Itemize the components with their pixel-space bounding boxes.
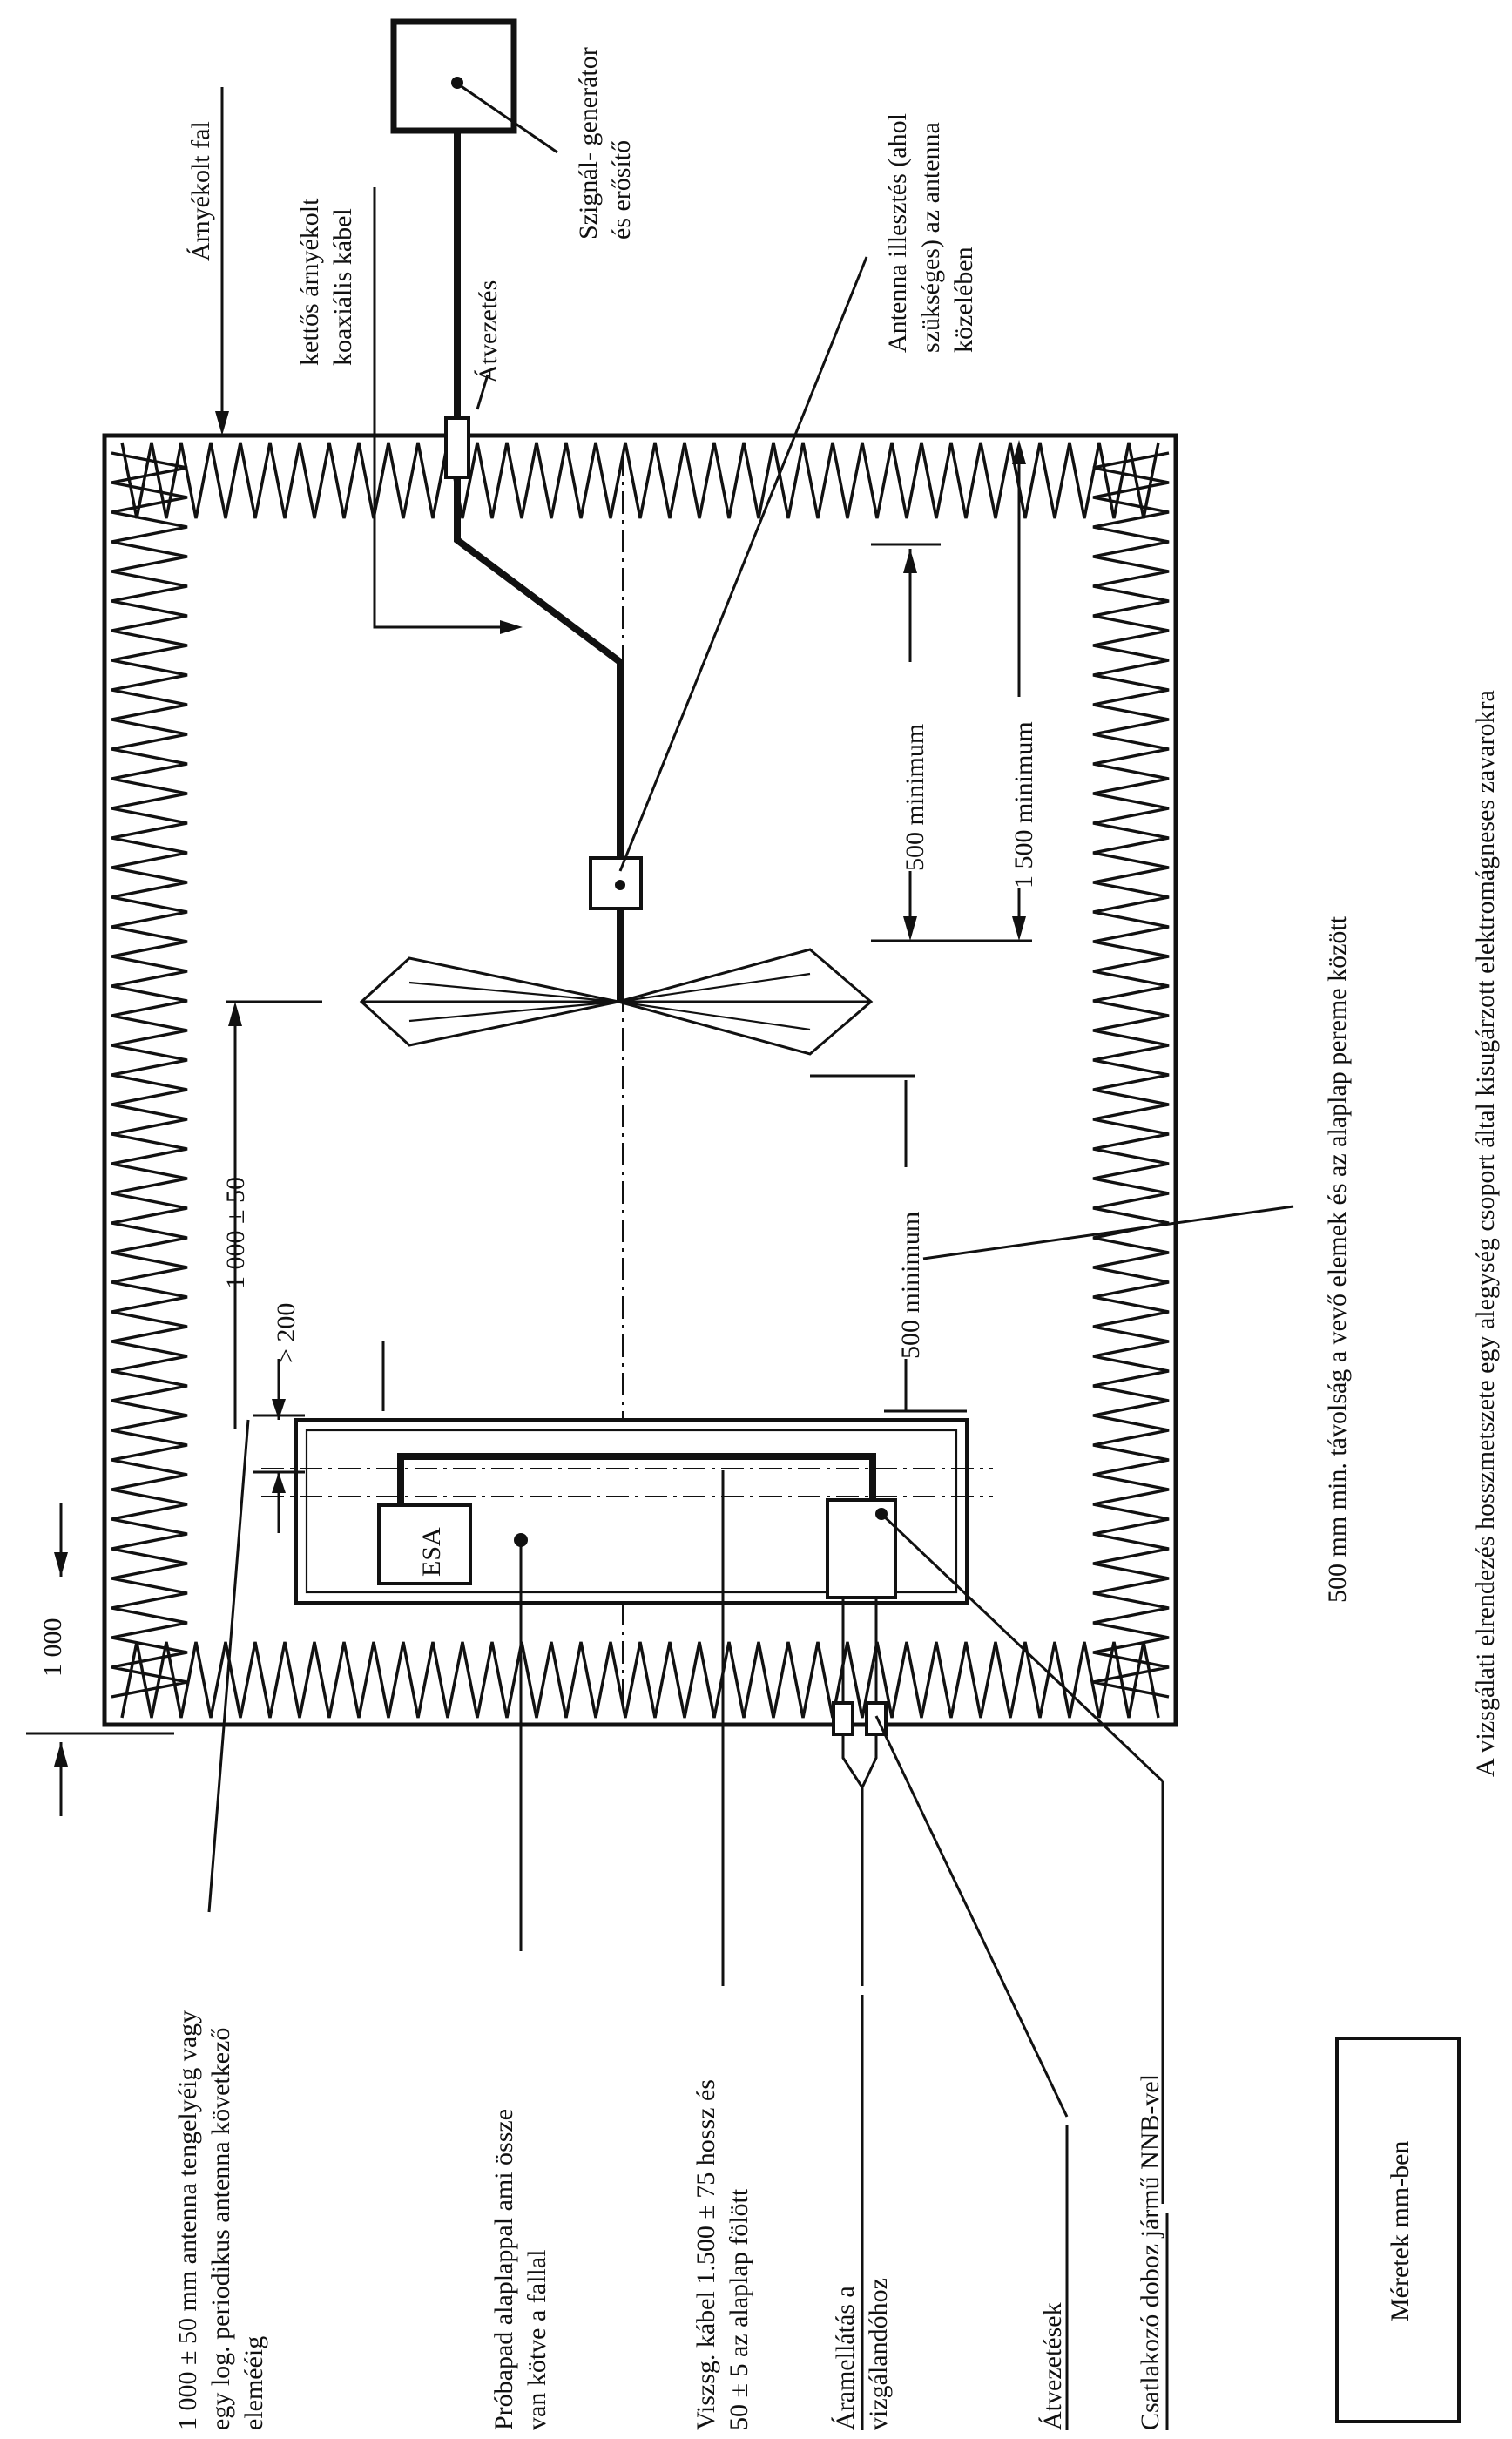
label-dim-1500: 1 500 minimum [1009, 721, 1038, 888]
absorber-cones [111, 442, 1170, 1719]
signal-generator-box [390, 18, 517, 134]
feedthrough-top [444, 416, 470, 479]
absorber-left [111, 451, 188, 1699]
leader-feedthrough-top [476, 374, 489, 410]
leader-antenna-matching [618, 256, 868, 872]
leader-500-note [922, 1205, 1294, 1260]
label-double-shielded-cable: kettős árnyékolt koaxiális kábel [295, 192, 357, 366]
leader-connector-box [880, 1512, 1164, 1783]
label-signal-generator: Szignál- generátor és erősítő [574, 41, 636, 240]
biconical-antenna [359, 948, 874, 1056]
label-antenna-matching: Antenna illesztés (ahol szükséges) az an… [883, 107, 978, 353]
label-power-supply: Áramellátás a vizgálandóhoz [831, 2278, 893, 2430]
label-shielded-wall: Árnyékolt fal [186, 121, 215, 261]
label-dimensions-unit: Méretek mm-ben [1386, 2141, 1414, 2321]
label-test-bench: Próbapad alaplappal ami össze van kötve … [489, 2102, 551, 2430]
leader-antenna-axis [207, 1419, 250, 1913]
label-connector-box: Csatlakozó doboz jármű NNB-vel [1136, 2074, 1164, 2430]
label-feedthrough-top: Átvezetés [474, 280, 503, 383]
absorber-right [1092, 451, 1170, 1699]
label-dim-1000: 1 000 [38, 1618, 67, 1678]
esa-label: ESA [417, 1527, 446, 1577]
label-dim-200: > 200 [272, 1303, 300, 1363]
label-dim-500-mid: 500 minimum [896, 1212, 925, 1359]
label-dim-1000-50: 1 000 ± 50 [221, 1177, 250, 1289]
double-shielded-coax [454, 466, 624, 858]
label-feedthroughs: Átvezetések [1038, 2302, 1067, 2430]
absorber-bottom [120, 1641, 1160, 1719]
esa-box [377, 1503, 472, 1585]
label-500-note: 500 mm min. távolság a vevő elemek és az… [1323, 915, 1352, 1603]
shielded-chamber-wall [102, 433, 1178, 1727]
label-test-cable: Viszsg. kábel 1.500 ± 75 hossz és 50 ± 5… [692, 2073, 753, 2430]
feedthrough-bottom-1 [832, 1701, 854, 1736]
leader-coax [373, 187, 514, 629]
absorber-top [120, 442, 1160, 519]
test-bench-inner [305, 1429, 958, 1594]
leader-generator [459, 84, 558, 154]
dimensions-unit-box [1335, 2037, 1461, 2423]
diagram-title: A vizsgálati elrendezés hosszmetszete eg… [1471, 690, 1500, 1777]
leader-feedthroughs [874, 1715, 1069, 2118]
label-antenna-axis: 1 000 ± 50 mm antenna tengelyéig vagy eg… [173, 2003, 268, 2430]
label-dim-500-right: 500 minimum [901, 724, 929, 871]
